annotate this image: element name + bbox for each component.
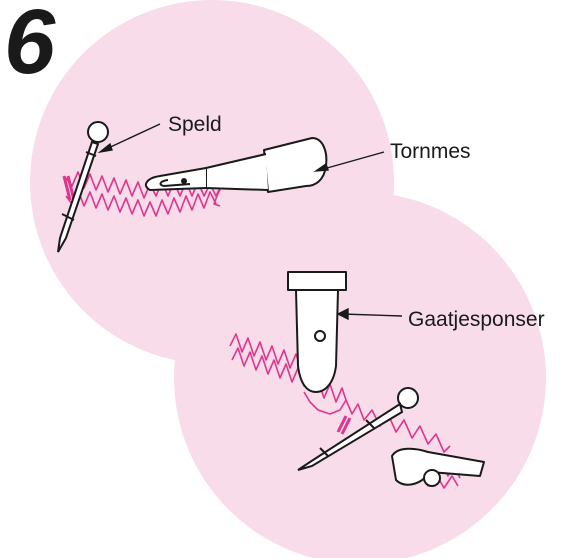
seam-ripper-label: Tornmes [390, 140, 471, 164]
step-number: 6 [4, 0, 55, 88]
hole-punch-label: Gaatjesponser [408, 308, 545, 332]
pin-label: Speld [168, 113, 222, 137]
